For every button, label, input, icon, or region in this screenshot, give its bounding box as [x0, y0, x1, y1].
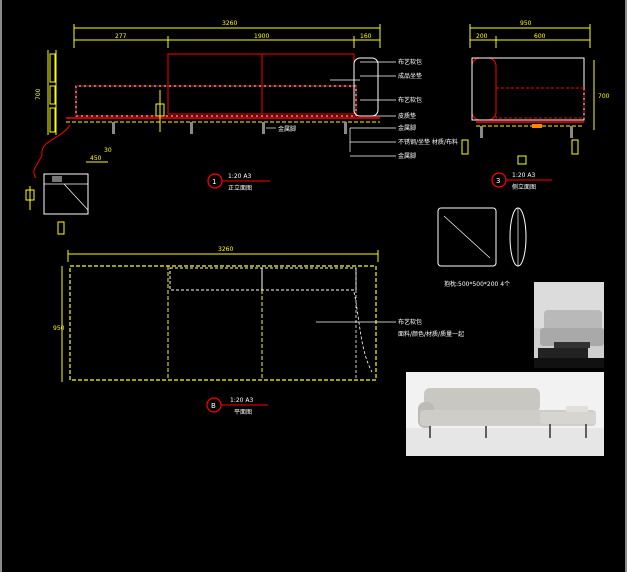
plan-dim-total: 3260 — [218, 246, 233, 253]
front-seat-body — [75, 85, 357, 117]
pillow-front-view — [437, 207, 497, 267]
right-window-border — [625, 0, 627, 572]
plan-note-1: 布艺软包 — [398, 318, 422, 326]
front-back-cushion — [167, 53, 355, 115]
front-right-armrest — [353, 57, 379, 117]
detail-box — [43, 173, 89, 215]
plan-dim-depth: 950 — [53, 325, 65, 332]
pillow-detail: 抱枕:500*500*200 4个 — [437, 207, 527, 288]
front-dim-detail: 30 — [104, 147, 112, 154]
front-callout-number: 1 — [212, 178, 216, 186]
sofa-product-photo — [406, 372, 604, 456]
front-note-2: 成品坐垫 — [398, 72, 422, 80]
front-dim-left: 277 — [115, 33, 127, 40]
side-dim-height: 700 — [598, 93, 610, 100]
front-note-6: 不锈钢/坐垫 材质/布料 — [398, 138, 458, 146]
front-note-7: 金属脚 — [398, 152, 416, 160]
front-leg-note: 金属脚 — [278, 125, 296, 133]
side-callout-scale: 1:20 A3 — [512, 172, 535, 179]
front-dim-total: 3260 — [222, 20, 237, 27]
plan-outline — [69, 265, 377, 381]
side-dim-right: 600 — [534, 33, 546, 40]
front-note-3: 布艺软包 — [398, 96, 422, 104]
side-body — [471, 57, 585, 121]
side-back — [471, 57, 497, 121]
front-callout-scale: 1:20 A3 — [228, 173, 251, 180]
front-dim-right: 160 — [360, 33, 372, 40]
front-annotations: 布艺软包 成品坐垫 布艺软包 皮质垫 金属脚 不锈钢/坐垫 材质/布料 金属脚 — [330, 58, 458, 160]
side-dim-total: 950 — [520, 20, 532, 27]
front-note-1: 布艺软包 — [398, 58, 422, 66]
side-callout-title: 侧立面图 — [512, 183, 536, 191]
side-dim-left: 200 — [476, 33, 488, 40]
side-elevation: 950 200 600 700 3 1:20 A3 侧立面图 — [461, 20, 610, 191]
front-note-4: 皮质垫 — [398, 112, 416, 120]
front-dim-height: 700 — [35, 88, 42, 100]
plan-callout-title: 平面图 — [234, 409, 252, 416]
plan-armrest — [353, 270, 373, 380]
front-callout-title: 正立面图 — [228, 184, 252, 192]
plan-callout-scale: 1:20 A3 — [230, 397, 253, 404]
detail-leader — [33, 124, 71, 179]
front-note-5: 金属脚 — [398, 124, 416, 132]
front-dim-mid: 1900 — [254, 33, 269, 40]
front-elevation: 3260 277 1900 160 700 — [25, 20, 458, 235]
left-window-border — [0, 0, 2, 572]
plan-view: 3260 950 布艺软包 面料/颜色/材质/质量一起 B 1:20 A3 平面… — [53, 246, 464, 416]
sofa-corner-photo — [534, 282, 604, 368]
pillow-note: 抱枕:500*500*200 4个 — [444, 280, 510, 288]
plan-back-cushions — [169, 267, 357, 291]
side-callout-number: 3 — [496, 177, 500, 185]
front-dim-foot: 450 — [90, 155, 102, 162]
plan-callout-number: B — [211, 402, 216, 410]
plan-note-2: 面料/颜色/材质/质量一起 — [398, 330, 464, 338]
